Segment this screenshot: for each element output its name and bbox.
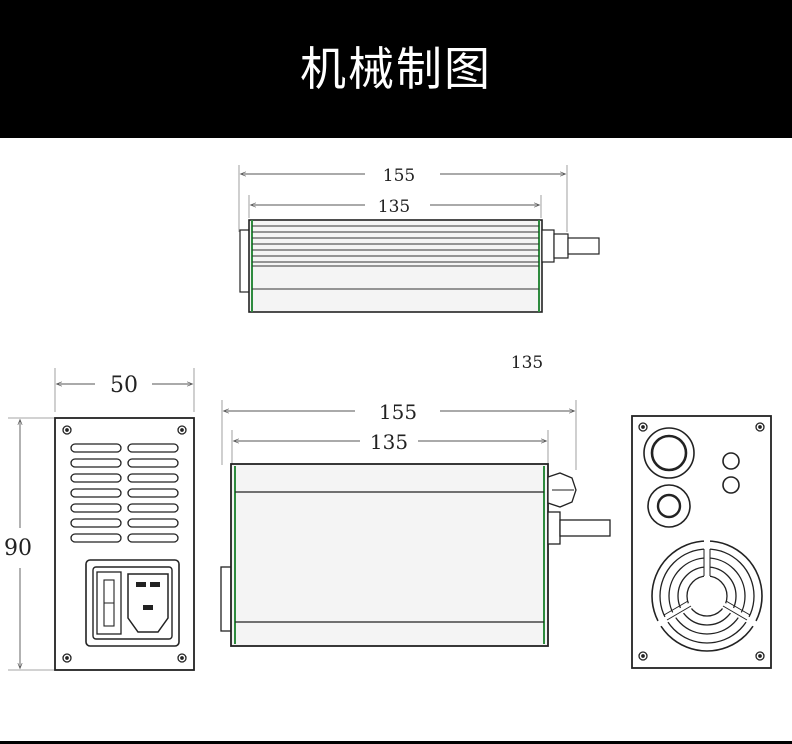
bottom-rule xyxy=(0,741,792,744)
ac-inlet-icon xyxy=(85,559,180,647)
top-view: 155 135 xyxy=(238,165,600,313)
dimension-50: 50 xyxy=(55,373,194,398)
led-2-icon xyxy=(722,476,740,494)
right-end-view xyxy=(631,415,772,669)
front-cable xyxy=(559,519,611,537)
dimension-90: 90 xyxy=(4,418,32,670)
fan-icon xyxy=(651,538,763,652)
top-cable xyxy=(567,237,600,255)
dim-label-50: 50 xyxy=(110,373,138,398)
dim-label-155-top: 155 xyxy=(383,166,415,186)
vent-slots xyxy=(70,443,179,543)
grommet-large-icon xyxy=(643,427,695,479)
dimension-155-front: 155 xyxy=(222,400,576,424)
front-body xyxy=(230,463,549,647)
stray-dimension-label: 135 xyxy=(511,353,543,373)
dim-label-135-front: 135 xyxy=(370,430,408,454)
front-view: 155 135 xyxy=(220,400,611,647)
dim-label-135-top: 135 xyxy=(378,197,410,217)
dimension-135-front: 135 xyxy=(232,430,548,454)
dimension-135-top: 135 xyxy=(249,197,541,217)
cable-gland-icon xyxy=(547,472,611,545)
led-1-icon xyxy=(722,452,740,470)
grommet-small-icon xyxy=(647,484,691,528)
dimension-155-top: 155 xyxy=(239,166,567,186)
page-title: 机械制图 xyxy=(300,42,492,96)
left-end-view: 50 90 xyxy=(4,368,195,671)
dim-label-90: 90 xyxy=(4,536,32,561)
header-bar: 机械制图 xyxy=(0,0,792,138)
dim-label-155-front: 155 xyxy=(379,400,417,424)
